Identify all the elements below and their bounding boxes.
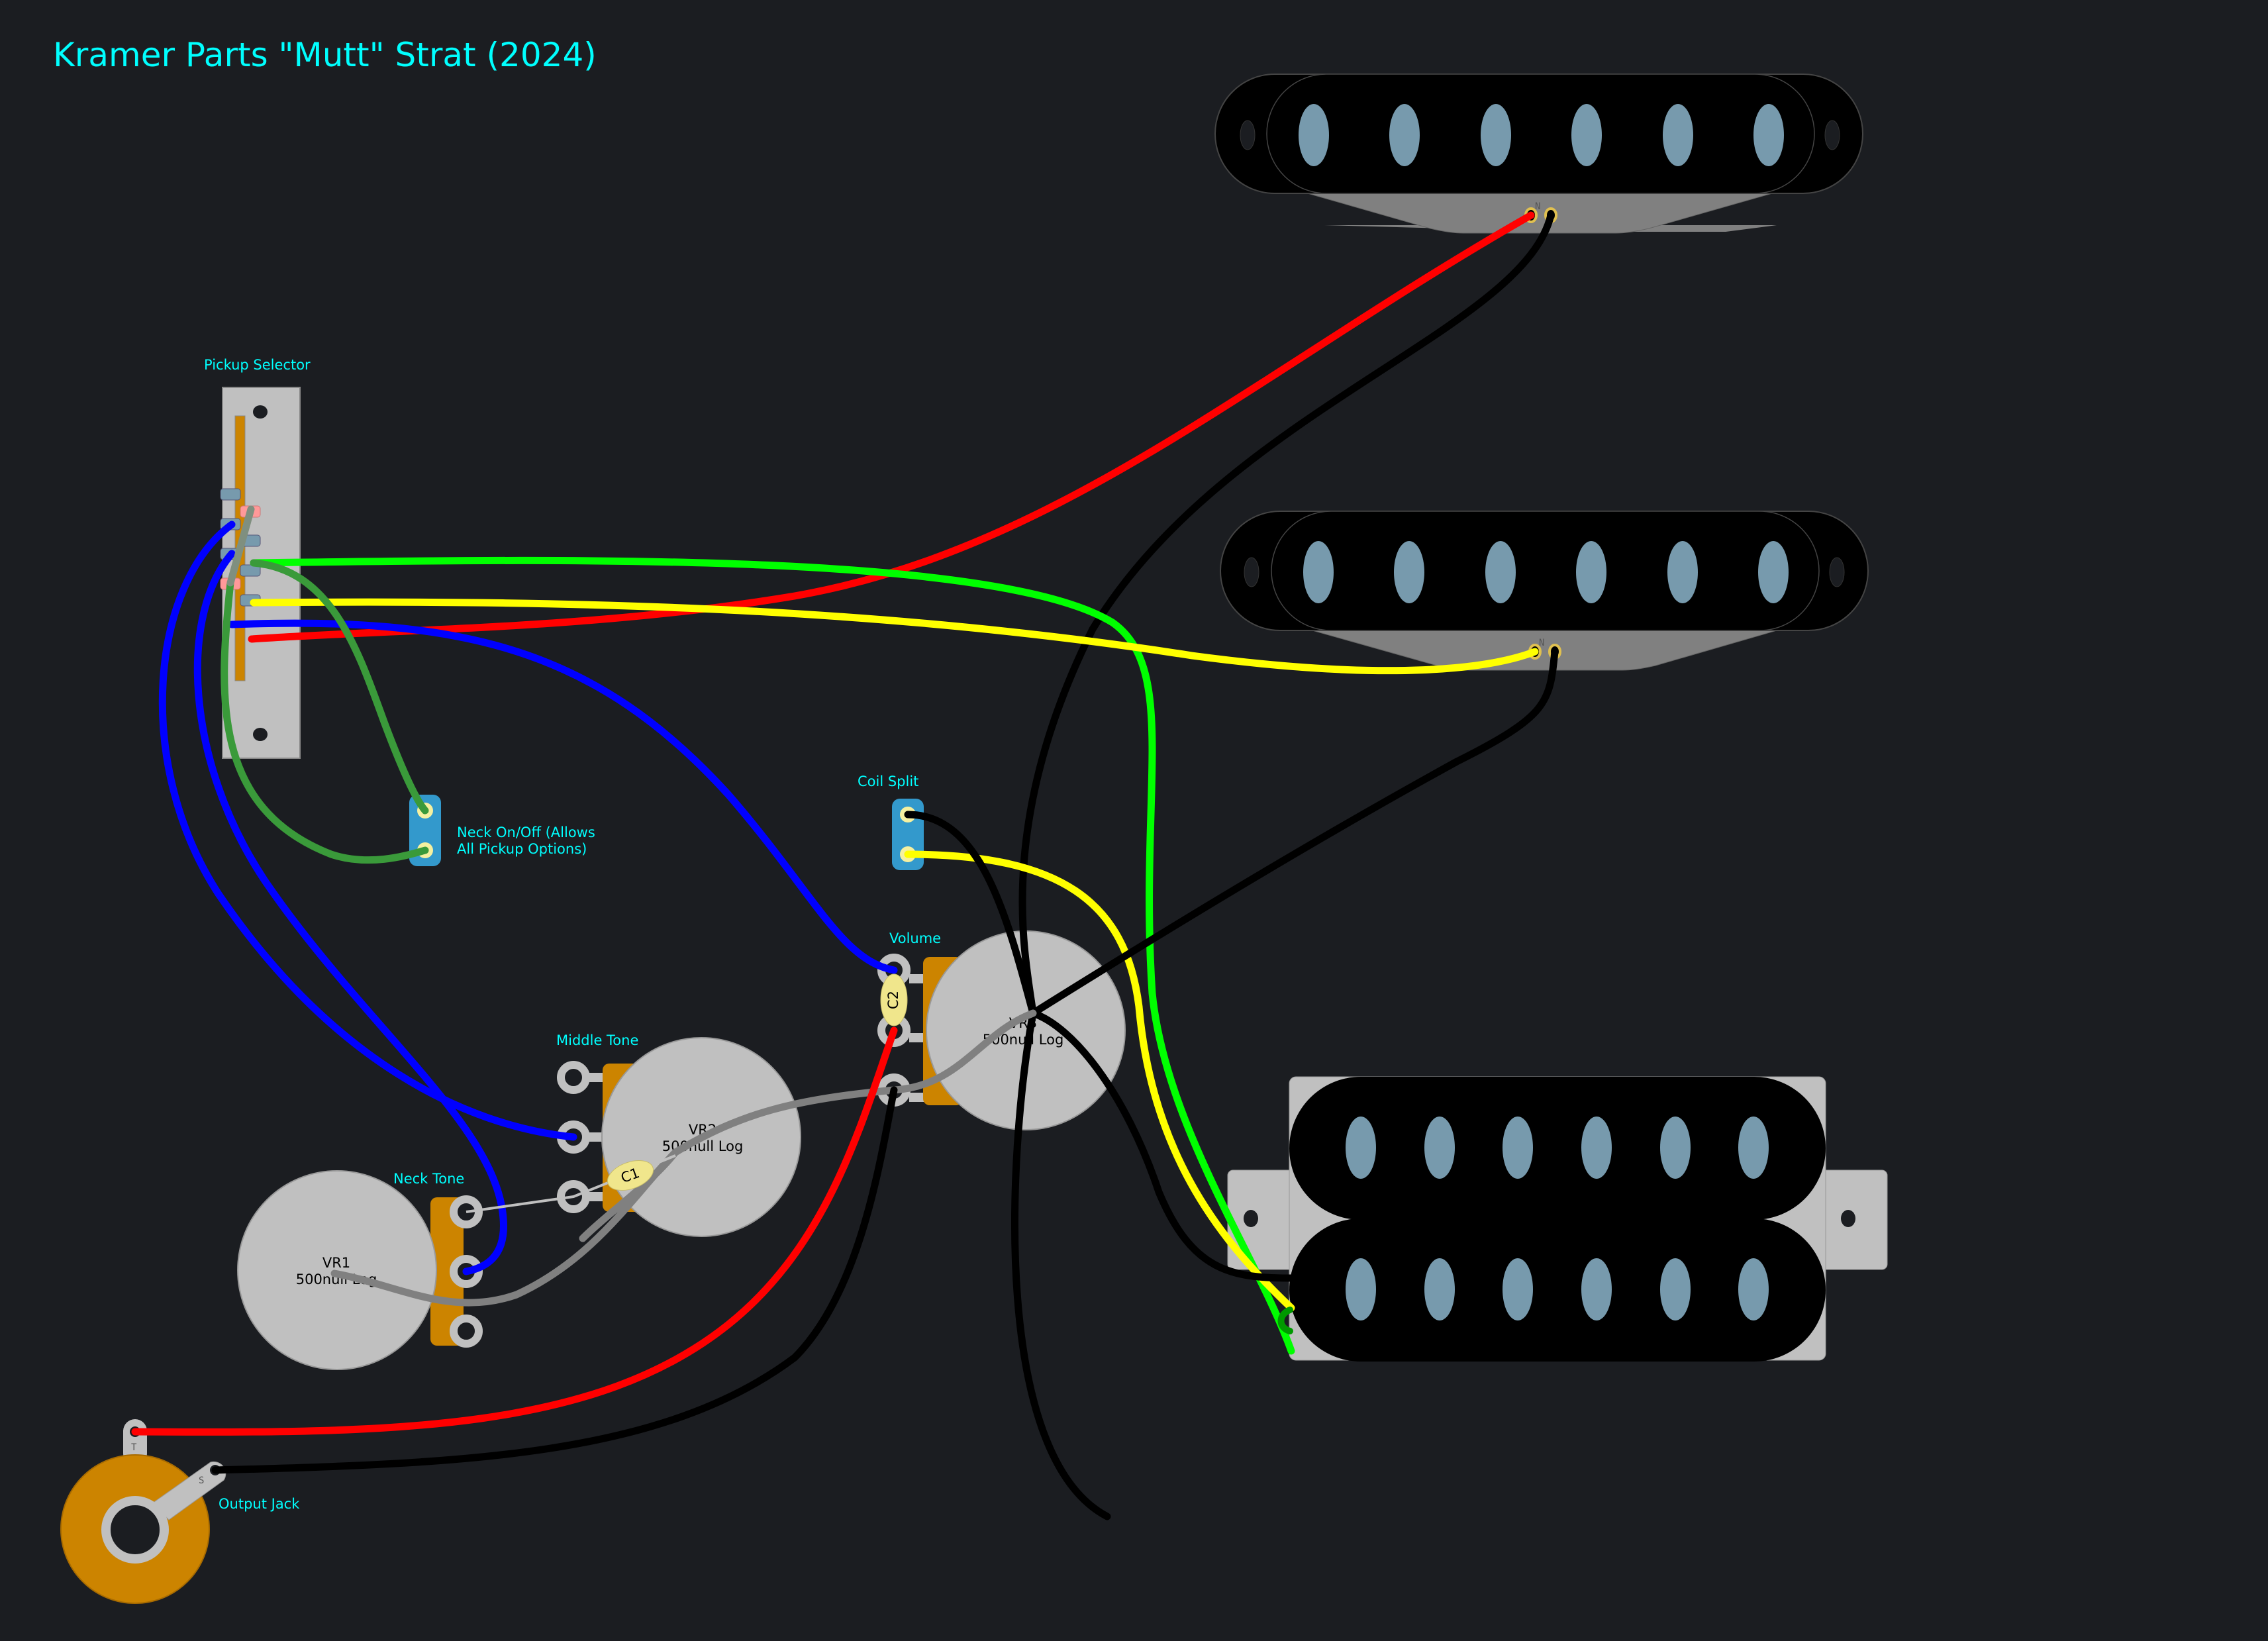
neck-pickup-lug-label: N [1535, 201, 1540, 212]
wire-yellow-coilsplit[interactable] [904, 850, 1295, 1312]
wire-blue-middle-tone[interactable] [158, 521, 577, 1141]
wire-red-output[interactable] [131, 1026, 898, 1436]
neck-pickup[interactable]: N [1214, 74, 1863, 234]
middle-pickup-lug-label: N [1539, 638, 1544, 648]
middle-tone-label: Middle Tone [556, 1032, 638, 1048]
coil-split-label: Coil Split [858, 773, 918, 789]
neck-tone-pot[interactable]: Neck Tone VR1 500null Log [237, 1170, 483, 1370]
wire-green-neck-switch-b[interactable] [221, 579, 429, 864]
output-jack-label: Output Jack [219, 1496, 300, 1512]
wires [131, 211, 1559, 1520]
neck-switch-label-line1: Neck On/Off (Allows [457, 824, 595, 840]
pole-pieces [1299, 104, 1784, 166]
wire-black-output[interactable] [211, 1086, 898, 1474]
wire-black-middle[interactable] [1029, 648, 1559, 1017]
pickup-selector-label: Pickup Selector [204, 357, 311, 373]
wire-gray-jumper[interactable] [226, 505, 255, 587]
capacitor-c1[interactable]: C1 [603, 1155, 657, 1196]
wire-blue-neck-tone[interactable] [193, 550, 507, 1275]
neck-switch-label-line2: All Pickup Options) [457, 841, 587, 857]
pole-pieces-top [1346, 1117, 1769, 1179]
wire-black-coilsplit[interactable] [904, 811, 1295, 1282]
c2-ref: C2 [885, 991, 901, 1009]
wire-green-neck-switch-a[interactable] [250, 559, 429, 815]
wire-gray-ground[interactable] [330, 1009, 1037, 1307]
volume-label: Volume [889, 930, 941, 946]
wire-black-neck[interactable] [1011, 211, 1555, 1520]
tip-label: T [131, 1442, 137, 1453]
sleeve-label: S [199, 1475, 204, 1486]
output-jack[interactable]: T S Output Jack [60, 1419, 300, 1604]
wire-blue-volume[interactable] [228, 619, 898, 974]
wire-gray-c1[interactable] [579, 1148, 679, 1242]
pole-pieces-bottom [1346, 1258, 1769, 1320]
capacitor-c2[interactable]: C2 [880, 973, 908, 1026]
pole-pieces [1303, 541, 1789, 603]
wire-green-humbucker-jumper [1277, 1307, 1293, 1334]
neck-tone-ref: VR1 [322, 1255, 350, 1271]
bridge-humbucker[interactable] [1227, 1076, 1888, 1362]
middle-pickup[interactable]: N [1220, 511, 1869, 671]
wire-yellow-middle[interactable] [250, 598, 1539, 675]
wire-green-bridge[interactable] [250, 556, 1295, 1355]
neck-tone-label: Neck Tone [393, 1171, 464, 1187]
diagram-title: Kramer Parts "Mutt" Strat (2024) [53, 36, 597, 74]
